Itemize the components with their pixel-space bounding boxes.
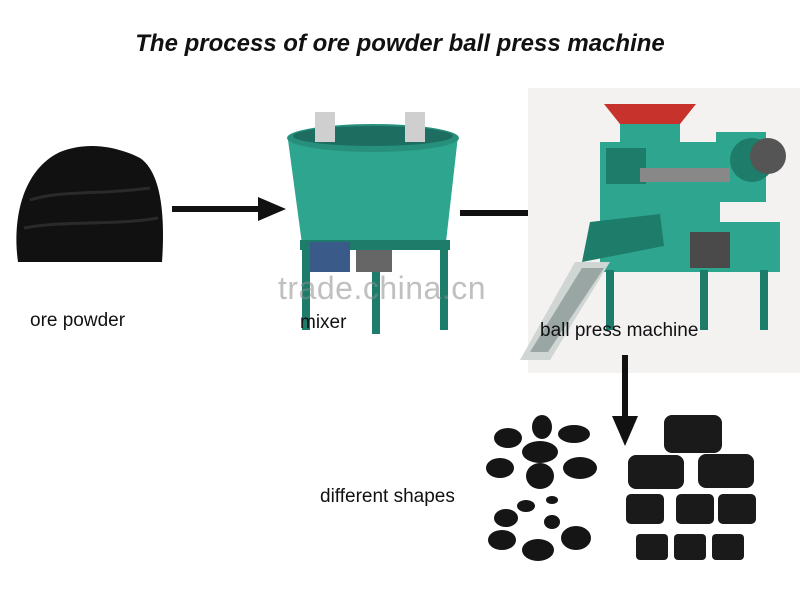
ore-powder-pile <box>16 145 164 262</box>
label-mixer: mixer <box>300 312 347 333</box>
label-ore-powder: ore powder <box>30 310 126 331</box>
ball-press-machine <box>520 88 800 373</box>
label-different-shapes: different shapes <box>320 486 455 507</box>
arrow-powder-to-mixer <box>172 197 286 221</box>
arrow-press-to-shapes <box>612 355 638 446</box>
watermark: trade.china.cn <box>278 270 487 306</box>
label-ball-press-machine: ball press machine <box>540 320 699 341</box>
oval-briquettes <box>486 415 597 561</box>
diagram-title: The process of ore powder ball press mac… <box>135 30 665 57</box>
mixer-machine <box>287 112 459 334</box>
square-briquettes <box>626 415 756 560</box>
